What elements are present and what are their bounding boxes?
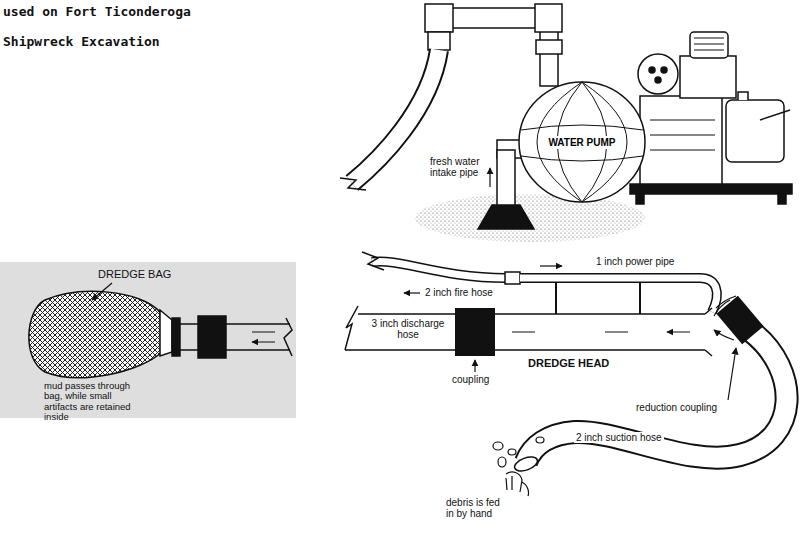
part-name: reduction coupling [636,402,717,413]
lake-bottom [415,194,645,242]
hose-label: 3 inch discharge hose [367,318,449,340]
hose-label: 2 inch suction hose [574,432,664,443]
outlet-pipe [425,4,562,86]
discharge-hose [345,306,455,350]
leader-line [474,360,475,372]
hose-coupling [505,272,520,284]
leader-line [728,348,736,400]
coupling-symbol [455,308,495,356]
note: mud passes through bag, while small arti… [44,381,140,423]
part-name: coupling [452,374,489,385]
pipe-label: fresh water intake pipe [430,156,488,178]
part-name: DREDGE HEAD [528,357,609,369]
flow-arrow [540,265,562,266]
dredge-bag [29,291,292,377]
diagram-title: used on Fort Ticonderoga Shipwreck Excav… [3,0,208,57]
pump-engine [630,32,792,204]
fire-hose-lower [362,252,506,278]
fire-hose-upper [340,50,439,190]
suction-hose [513,332,787,474]
debris-hand [493,437,544,496]
pipe-label: 1 inch power pipe [596,256,674,267]
flow-arrow [404,292,420,293]
hose-label: 2 inch fire hose [425,287,493,298]
dredge-head [495,308,712,356]
reduction-coupling-symbol [716,296,763,345]
flow-arrow [512,331,690,332]
flow-arrow [252,332,275,342]
pump-body: WATER PUMP [517,80,647,204]
pump-label: WATER PUMP [546,136,617,149]
part-name: DREDGE BAG [98,268,171,280]
note: debris is fed in by hand [446,497,508,519]
power-pipe [520,278,717,314]
flow-arrow [714,296,736,340]
flow-arrow [489,168,490,187]
leader-line [92,283,112,300]
